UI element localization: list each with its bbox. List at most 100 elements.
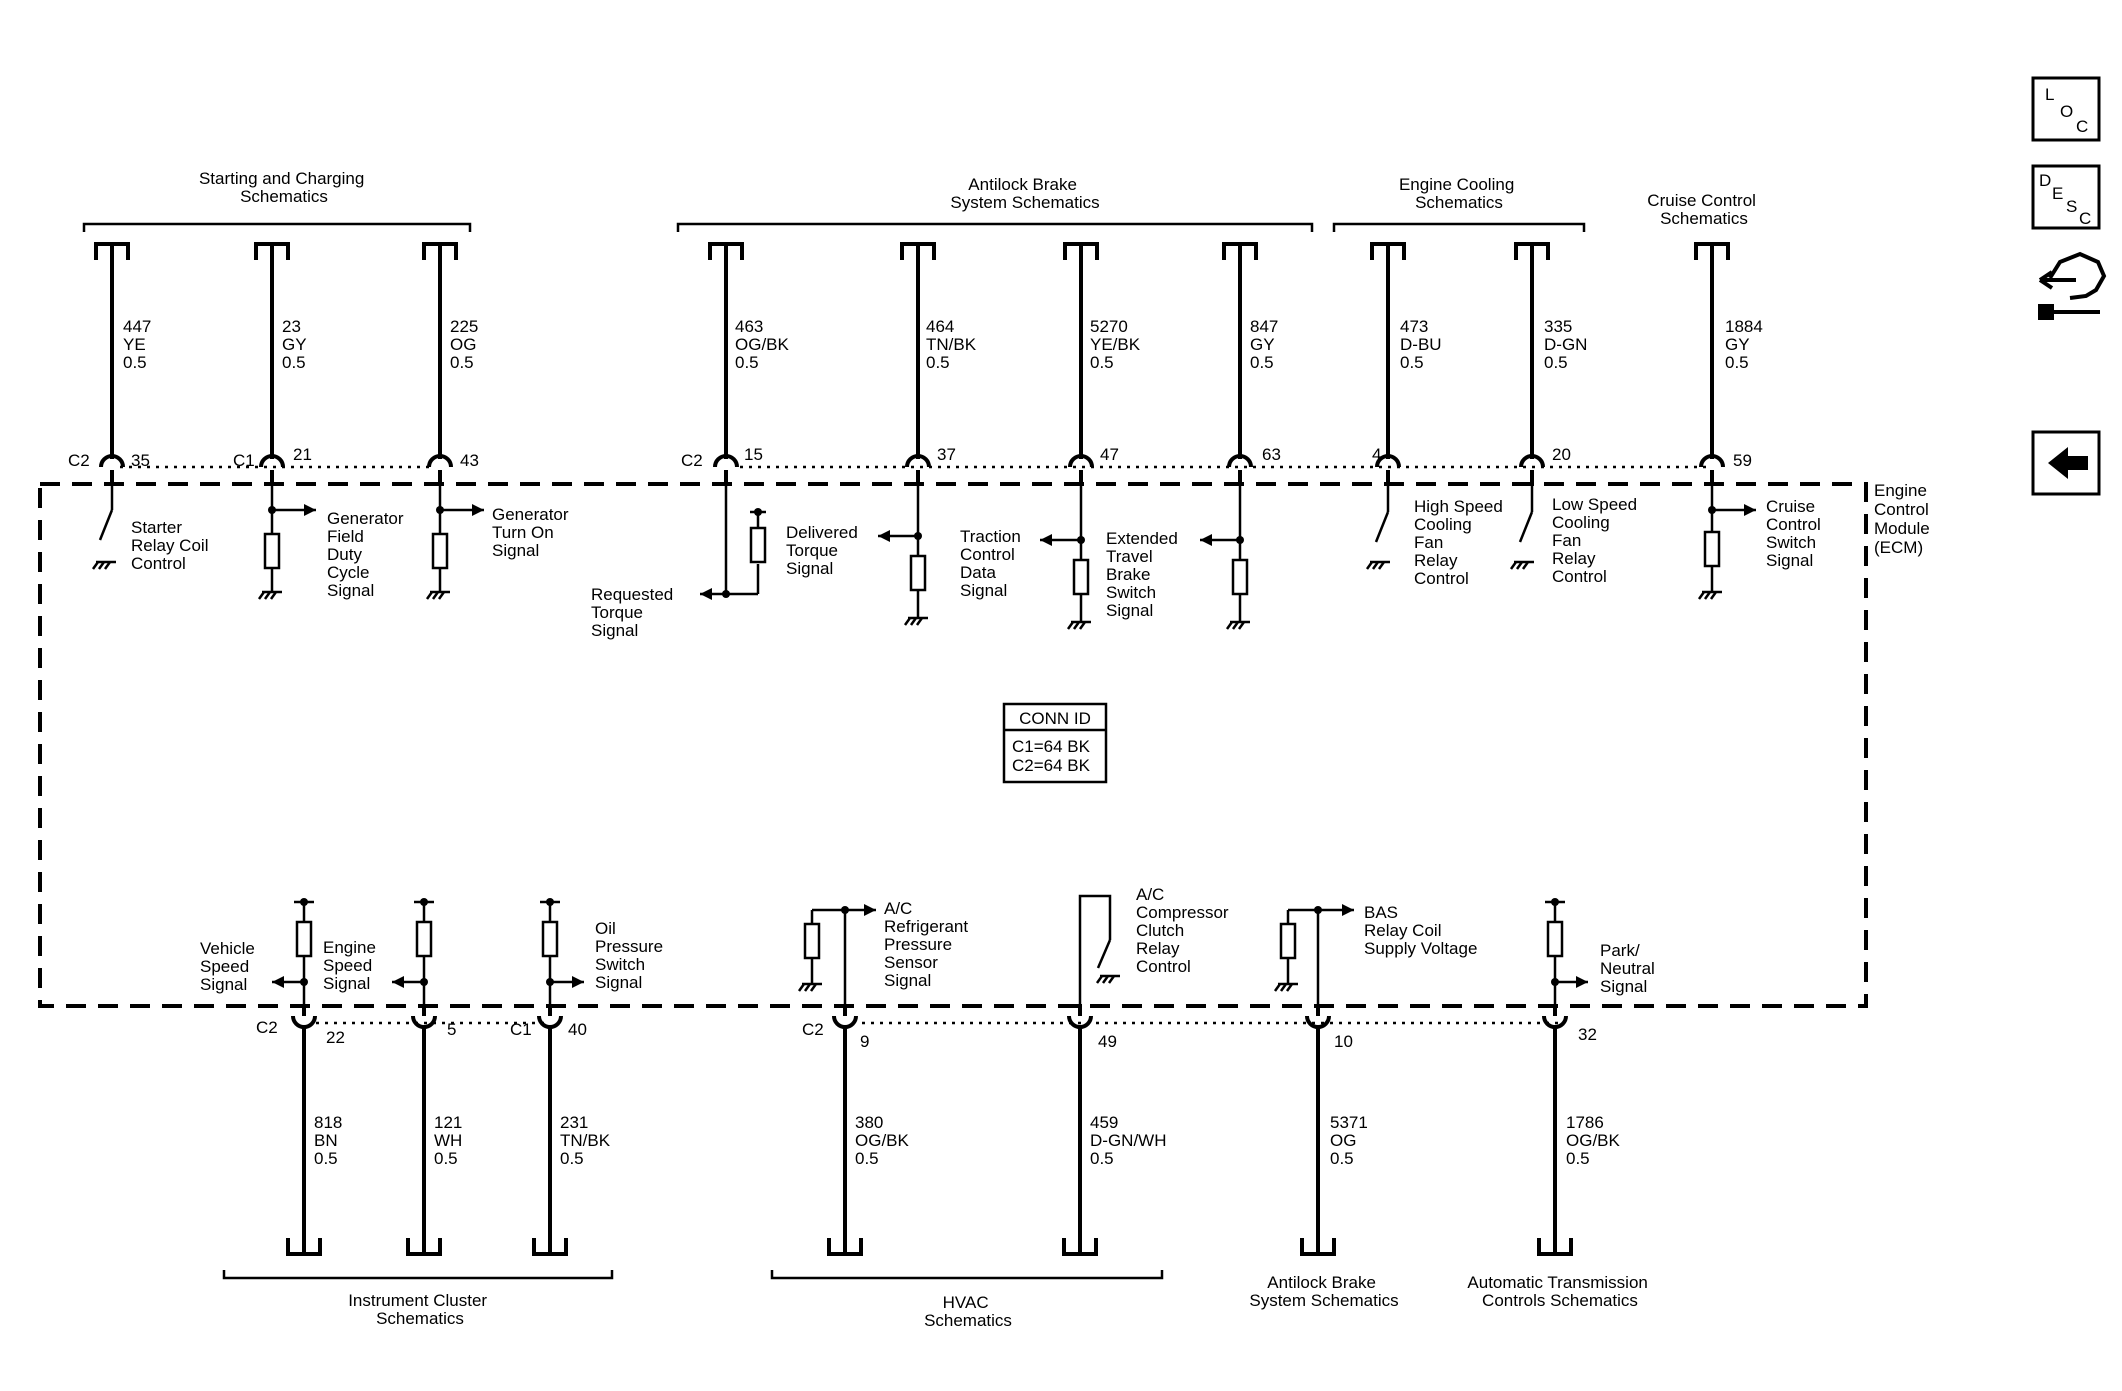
loc-letter: L	[2045, 85, 2054, 104]
arrow-head	[878, 530, 890, 542]
group-label: Cruise Control Schematics	[1647, 191, 1760, 228]
pin-arc	[1305, 1015, 1331, 1029]
location-button[interactable]: L O C	[2031, 76, 2101, 142]
wire-circuit: 225	[450, 317, 478, 336]
connector-id: C2	[256, 1018, 278, 1037]
pin-number: 15	[744, 445, 763, 464]
wire-color: OG	[450, 335, 476, 354]
ground-hatch	[91, 561, 100, 570]
wire-color: D-GN/WH	[1090, 1131, 1166, 1150]
conn-id-box: CONN ID C1=64 BK C2=64 BK	[1002, 702, 1108, 784]
pin-arc	[1375, 454, 1401, 468]
function-label: Engine Speed Signal	[323, 938, 381, 993]
wire-size: 0.5	[1566, 1149, 1590, 1168]
function-label: Park/ Neutral Signal	[1600, 941, 1660, 996]
pin-number: 43	[460, 451, 479, 470]
wire-circuit: 459	[1090, 1113, 1118, 1132]
connector-hand-icon[interactable]	[2038, 251, 2107, 320]
wire-231-oil-pressure-switch[interactable]: 231 TN/BK 0.5 C1 40 Oil Pressure Switch …	[510, 898, 668, 1256]
wire-121-engine-speed[interactable]: 121 WH 0.5 5 Engine Speed Signal	[323, 898, 462, 1256]
pin-number: 21	[293, 445, 312, 464]
group-label: Engine Cooling Schematics	[1399, 175, 1519, 212]
resistor	[295, 920, 313, 958]
resistor	[1072, 558, 1090, 596]
wire-847-extended-travel-brake[interactable]: 847 GY 0.5 63 Extended Travel Brake Swit…	[1106, 242, 1281, 630]
wire-818-vehicle-speed[interactable]: 818 BN 0.5 C2 22 Vehicle Speed Signal	[200, 898, 345, 1256]
wire-size: 0.5	[1725, 353, 1749, 372]
wire-5270-traction-control-data[interactable]: 5270 YE/BK 0.5 47 Traction Control Data …	[960, 242, 1141, 630]
resistor	[803, 922, 821, 960]
wire-color: BN	[314, 1131, 338, 1150]
ground-hatch	[1072, 621, 1081, 630]
bottom-group-hvac[interactable]: HVAC Schematics	[770, 1270, 1164, 1330]
wire-463-requested-torque[interactable]: 463 OG/BK 0.5 C2 15 Requested Torque Sig…	[591, 242, 790, 640]
wire-464-delivered-torque[interactable]: 464 TN/BK 0.5 37 Delivered Torque Signal	[786, 242, 977, 626]
pin-number: 37	[937, 445, 956, 464]
wire-circuit: 5371	[1330, 1113, 1368, 1132]
group-label: Instrument Cluster Schematics	[348, 1291, 492, 1328]
pin-arc	[537, 1015, 563, 1029]
wire-color: GY	[1250, 335, 1275, 354]
connector-id: C2	[68, 451, 90, 470]
wire-size: 0.5	[1400, 353, 1424, 372]
ground-hatch	[1095, 975, 1104, 984]
wire-473-high-speed-cooling-fan[interactable]: 473 D-BU 0.5 4 High Speed Cooling Fan Re…	[1365, 242, 1508, 588]
connector-id: C1	[510, 1020, 532, 1039]
wire-1884-cruise-control-switch[interactable]: 1884 GY 0.5 59 Cruise Control Switch Sig…	[1694, 242, 1826, 600]
ground-hatch	[1377, 561, 1386, 570]
arrow-head	[272, 976, 284, 988]
ground-hatch	[1237, 621, 1246, 630]
pin-number: 47	[1100, 445, 1119, 464]
wire-size: 0.5	[1250, 353, 1274, 372]
top-group-cruise-control[interactable]: Cruise Control Schematics	[1647, 191, 1760, 228]
description-button[interactable]: D E S C	[2031, 164, 2101, 230]
wire-size: 0.5	[123, 353, 147, 372]
top-group-starting-charging[interactable]: Starting and Charging Schematics	[82, 169, 472, 232]
wire-circuit: 464	[926, 317, 954, 336]
wire-459-ac-compressor-clutch[interactable]: 459 D-GN/WH 0.5 49 A/C Compressor Clutch…	[1062, 885, 1233, 1256]
ground-hatch	[1231, 621, 1240, 630]
desc-letter: C	[2079, 209, 2091, 228]
group-label: Automatic Transmission Controls Schemati…	[1467, 1273, 1652, 1310]
ground-hatch	[1365, 561, 1374, 570]
pin-arc	[1067, 1015, 1093, 1029]
pin-number: 9	[860, 1032, 869, 1051]
wire-225-generator-turn-on[interactable]: 225 OG 0.5 43 Generator Turn On Signal	[422, 242, 573, 600]
pin-arc	[713, 454, 739, 468]
wire-size: 0.5	[450, 353, 474, 372]
wire-size: 0.5	[560, 1149, 584, 1168]
function-label: Generator Turn On Signal	[492, 505, 573, 560]
wire-1786-park-neutral[interactable]: 1786 OG/BK 0.5 32 Park/ Neutral Signal	[1537, 898, 1660, 1256]
wire-5371-bas-relay-coil[interactable]: 5371 OG 0.5 10 BAS Relay Coil Supply Vol…	[1273, 903, 1477, 1256]
wire-447-starter-relay[interactable]: 447 YE 0.5 C2 35 Starter Relay Coil Cont…	[68, 242, 213, 573]
loc-letter: O	[2060, 102, 2073, 121]
ground-hatch	[903, 617, 912, 626]
back-arrow-button[interactable]	[2031, 430, 2101, 496]
wire-380-ac-refrigerant-pressure[interactable]: 380 OG/BK 0.5 C2 9 A/C Refrigerant Press…	[797, 899, 973, 1256]
desc-letter: S	[2066, 197, 2077, 216]
terminal	[406, 1238, 442, 1256]
wire-size: 0.5	[434, 1149, 458, 1168]
terminal	[1537, 1238, 1573, 1256]
function-label: Vehicle Speed Signal	[200, 939, 260, 994]
wire-circuit: 463	[735, 317, 763, 336]
wire-color: YE	[123, 335, 146, 354]
arrow-head	[864, 904, 876, 916]
top-group-engine-cooling[interactable]: Engine Cooling Schematics	[1332, 175, 1586, 232]
wire-size: 0.5	[282, 353, 306, 372]
bottom-group-instrument-cluster[interactable]: Instrument Cluster Schematics	[222, 1270, 614, 1328]
ground-hatch	[103, 561, 112, 570]
wire-circuit: 23	[282, 317, 301, 336]
wire-335-low-speed-cooling-fan[interactable]: 335 D-GN 0.5 20 Low Speed Cooling Fan Re…	[1509, 242, 1642, 586]
bottom-group-antilock-brake[interactable]: Antilock Brake System Schematics	[1249, 1273, 1398, 1310]
terminal	[1300, 1238, 1336, 1256]
group-label: Antilock Brake System Schematics	[950, 175, 1099, 212]
arrow-head	[1200, 534, 1212, 546]
function-label: A/C Compressor Clutch Relay Control	[1136, 885, 1233, 976]
bottom-group-automatic-transmission[interactable]: Automatic Transmission Controls Schemati…	[1467, 1273, 1652, 1310]
wire-circuit: 231	[560, 1113, 588, 1132]
top-group-antilock-brake[interactable]: Antilock Brake System Schematics	[676, 175, 1314, 232]
wire-color: D-BU	[1400, 335, 1442, 354]
wire-23-generator-field[interactable]: 23 GY 0.5 C1 21 Generator Field Duty Cyc…	[233, 242, 408, 600]
